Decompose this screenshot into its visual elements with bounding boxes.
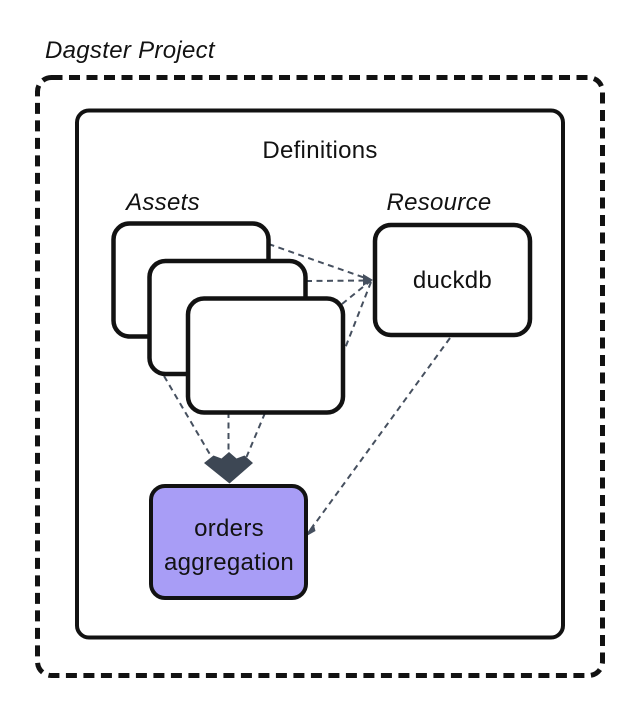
asset-card-3 [185, 296, 346, 415]
orders-aggregation-label-line1: orders [194, 515, 264, 542]
edge-duckdb-to-asset-3 [343, 281, 372, 352]
assets-group-label: Assets [124, 189, 200, 216]
edge-asset-1-to-aggregation [163, 375, 213, 458]
duckdb-node [372, 222, 533, 338]
edge-duckdb-to-aggregation [305, 337, 451, 537]
resource-group-label: Resource [386, 189, 491, 216]
edges [163, 243, 451, 537]
project-boundary [35, 75, 605, 678]
aggregation-arrowhead-icon [204, 452, 253, 484]
orders-aggregation-label-line2: aggregation [164, 549, 294, 576]
edge-asset-1-to-duckdb [268, 243, 372, 281]
duckdb-edge-arrow-icon [363, 274, 373, 286]
definitions-label: Definitions [262, 137, 377, 164]
project-title: Dagster Project [45, 37, 216, 64]
definitions-container [75, 108, 565, 640]
edge-asset-3-to-aggregation [245, 412, 266, 458]
edge-asset-2-to-duckdb [305, 279, 372, 282]
orders-aggregation-node [149, 484, 308, 600]
duckdb-label: duckdb [413, 267, 492, 294]
asset-card-stack [111, 221, 346, 415]
